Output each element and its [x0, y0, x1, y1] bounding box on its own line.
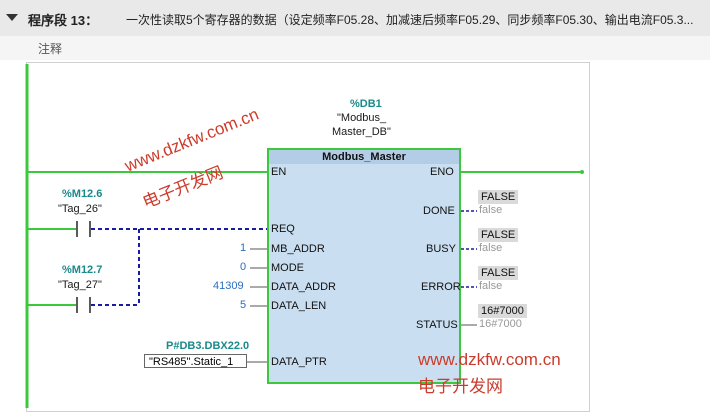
pin-data-addr: DATA_ADDR	[271, 281, 336, 293]
status-value[interactable]: 16#7000	[478, 304, 527, 318]
instance-db-name-1[interactable]: "Modbus_	[337, 112, 387, 124]
pin-en: EN	[271, 166, 287, 178]
contact-2-name[interactable]: "Tag_27"	[58, 279, 102, 291]
block-type-title: Modbus_Master	[269, 150, 459, 164]
instance-db-tag[interactable]: %DB1	[350, 98, 382, 110]
contact-2-address[interactable]: %M12.7	[62, 264, 103, 276]
pin-busy: BUSY	[426, 243, 456, 255]
pin-done: DONE	[423, 205, 455, 217]
pin-eno: ENO	[430, 166, 454, 178]
network-title: 程序段 13：	[28, 13, 99, 28]
watermark-url-2: www.dzkfw.com.cn	[418, 350, 561, 369]
watermark-name-2: 电子开发网	[418, 377, 503, 396]
contact-1-address[interactable]: %M12.6	[62, 188, 103, 200]
network-header[interactable]: 程序段 13： 一次性读取5个寄存器的数据（设定频率F05.28、加减速后频率F…	[0, 0, 710, 37]
error-value[interactable]: FALSE	[478, 266, 519, 280]
pin-req: REQ	[271, 223, 295, 235]
collapse-arrow-icon[interactable]	[6, 14, 18, 21]
data-addr-value[interactable]: 41309	[213, 280, 244, 292]
pin-mb-addr: MB_ADDR	[271, 243, 325, 255]
modbus-master-block[interactable]: Modbus_Master	[267, 148, 461, 384]
error-monitor: false	[479, 280, 503, 292]
pin-error: ERROR	[421, 281, 461, 293]
data-ptr-field[interactable]: "RS485".Static_1	[144, 354, 247, 368]
comment-row[interactable]	[0, 36, 710, 60]
busy-value[interactable]: FALSE	[478, 228, 519, 242]
comment-label[interactable]: 注释	[38, 42, 63, 56]
done-value[interactable]: FALSE	[478, 190, 519, 204]
data-len-value[interactable]: 5	[240, 299, 247, 311]
mode-value[interactable]: 0	[240, 261, 247, 273]
pin-mode: MODE	[271, 262, 304, 274]
instance-db-name-2[interactable]: Master_DB"	[332, 126, 391, 138]
mb-addr-value[interactable]: 1	[240, 242, 247, 254]
busy-monitor: false	[479, 242, 503, 254]
network-description[interactable]: 一次性读取5个寄存器的数据（设定频率F05.28、加减速后频率F05.29、同步…	[126, 13, 694, 27]
contact-1-name[interactable]: "Tag_26"	[58, 203, 102, 215]
eno-end-dot	[580, 170, 584, 174]
pin-data-ptr: DATA_PTR	[271, 356, 327, 368]
pin-data-len: DATA_LEN	[271, 300, 327, 312]
pin-status: STATUS	[416, 319, 458, 331]
status-monitor: 16#7000	[479, 318, 522, 330]
done-monitor: false	[479, 204, 503, 216]
data-ptr-address[interactable]: P#DB3.DBX22.0	[166, 340, 250, 352]
